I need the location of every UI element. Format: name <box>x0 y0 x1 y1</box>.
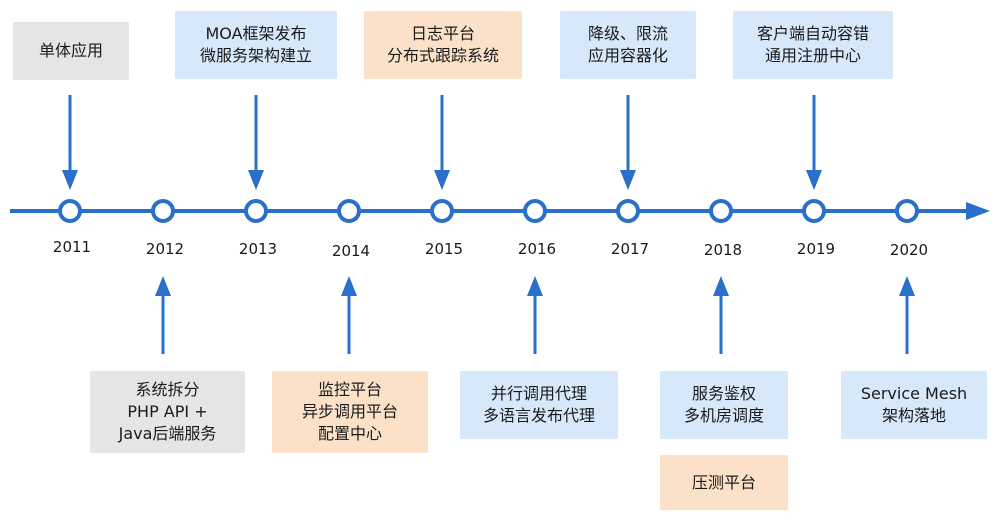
event-2013-line-1: MOA框架发布 <box>205 24 307 43</box>
event-box-2014: 监控平台 异步调用平台 配置中心 <box>272 371 428 453</box>
year-label-2014: 2014 <box>331 242 371 260</box>
event-2016-line-1: 并行调用代理 <box>490 384 587 403</box>
arrowhead-2013-icon <box>248 170 264 190</box>
node-2020 <box>895 199 919 223</box>
event-2013-line-2: 微服务架构建立 <box>199 46 312 65</box>
event-box-2018-b: 压测平台 <box>660 455 788 510</box>
event-2018b-line-1: 压测平台 <box>691 472 756 492</box>
year-label-2019: 2019 <box>796 240 836 258</box>
year-label-2017: 2017 <box>610 240 650 258</box>
node-2014 <box>337 199 361 223</box>
arrowhead-2012-icon <box>155 276 171 296</box>
year-label-2018: 2018 <box>703 241 743 259</box>
event-2018-line-2: 多机房调度 <box>683 406 764 425</box>
event-2014-line-3: 配置中心 <box>317 424 382 443</box>
event-2019-line-1: 客户端自动容错 <box>756 24 869 43</box>
year-label-2012: 2012 <box>145 240 185 258</box>
year-label-2013: 2013 <box>238 240 278 258</box>
node-2018 <box>709 199 733 223</box>
year-label-2016: 2016 <box>517 240 557 258</box>
event-box-2018: 服务鉴权 多机房调度 <box>660 371 788 439</box>
node-2012 <box>151 199 175 223</box>
year-label-2020: 2020 <box>889 241 929 259</box>
node-2013 <box>244 199 268 223</box>
year-label-2011: 2011 <box>52 238 92 256</box>
event-2015-line-1: 日志平台 <box>410 24 475 43</box>
event-box-2015: 日志平台 分布式跟踪系统 <box>364 11 522 79</box>
axis-arrowhead-icon <box>966 202 990 220</box>
event-2012-line-1: 系统拆分 <box>135 380 200 399</box>
arrowhead-2014-icon <box>341 276 357 296</box>
arrowhead-2020-icon <box>899 276 915 296</box>
event-2011-line-1: 单体应用 <box>38 41 103 60</box>
node-2016 <box>523 199 547 223</box>
arrowhead-2015-icon <box>434 170 450 190</box>
event-2019-line-2: 通用注册中心 <box>764 46 861 65</box>
event-box-2020: Service Mesh 架构落地 <box>841 371 987 439</box>
node-2015 <box>430 199 454 223</box>
event-2014-line-2: 异步调用平台 <box>301 402 398 421</box>
event-2020-line-2: 架构落地 <box>881 406 946 425</box>
year-label-2015: 2015 <box>424 240 464 258</box>
event-2018-line-1: 服务鉴权 <box>691 384 756 403</box>
event-box-2011: 单体应用 <box>13 22 129 80</box>
event-box-2017: 降级、限流 应用容器化 <box>560 11 696 79</box>
event-box-2016: 并行调用代理 多语言发布代理 <box>460 371 618 439</box>
event-box-2019: 客户端自动容错 通用注册中心 <box>733 11 893 79</box>
event-2012-line-3: Java后端服务 <box>118 424 217 443</box>
arrowhead-2019-icon <box>806 170 822 190</box>
event-box-2012: 系统拆分 PHP API + Java后端服务 <box>90 371 245 453</box>
arrowhead-2017-icon <box>620 170 636 190</box>
event-2016-line-2: 多语言发布代理 <box>482 406 595 425</box>
event-2017-line-2: 应用容器化 <box>587 46 668 65</box>
arrowhead-2016-icon <box>527 276 543 296</box>
event-2014-line-1: 监控平台 <box>317 380 382 399</box>
arrowhead-2011-icon <box>62 170 78 190</box>
node-2017 <box>616 199 640 223</box>
event-2012-line-2: PHP API + <box>127 402 208 421</box>
node-2019 <box>802 199 826 223</box>
event-2020-line-1: Service Mesh <box>860 384 968 403</box>
event-2015-line-2: 分布式跟踪系统 <box>386 46 499 65</box>
event-box-2013: MOA框架发布 微服务架构建立 <box>175 11 337 79</box>
event-2017-line-1: 降级、限流 <box>587 24 668 43</box>
arrowhead-2018-icon <box>713 276 729 296</box>
node-2011 <box>58 199 82 223</box>
